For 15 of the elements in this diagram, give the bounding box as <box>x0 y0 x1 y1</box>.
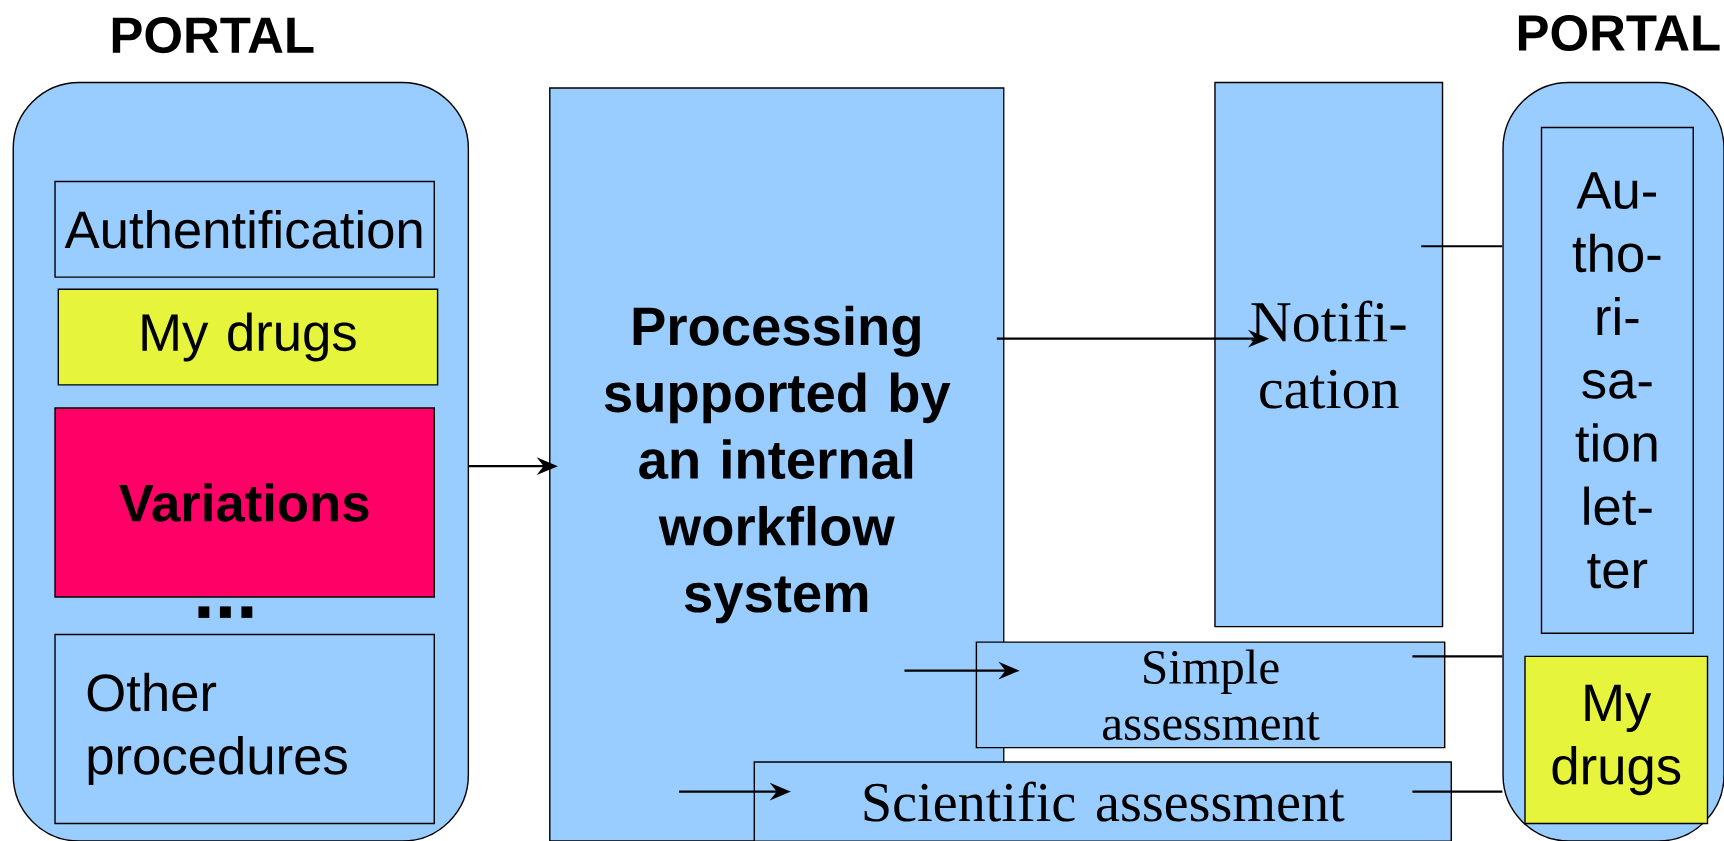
process-box: My drugs <box>1524 655 1709 825</box>
connector-line <box>1421 245 1503 248</box>
ellipsis-text: ... <box>198 606 253 618</box>
process-box: Scientific assessment <box>753 761 1452 841</box>
process-box: Simple assessment <box>975 641 1446 749</box>
process-box: Authentification <box>54 180 435 278</box>
process-box: Notifi- cation <box>1214 81 1444 628</box>
process-box: My drugs <box>57 288 439 386</box>
connector-line <box>1412 655 1503 658</box>
portal-heading: PORTAL <box>1518 14 1720 51</box>
process-box: Other procedures <box>54 633 435 825</box>
portal-heading: PORTAL <box>112 17 314 54</box>
process-box: Variations <box>54 407 435 598</box>
letter-box: Au- tho- ri- sa- tion let- ter <box>1540 126 1694 634</box>
connector-line <box>1412 790 1503 793</box>
